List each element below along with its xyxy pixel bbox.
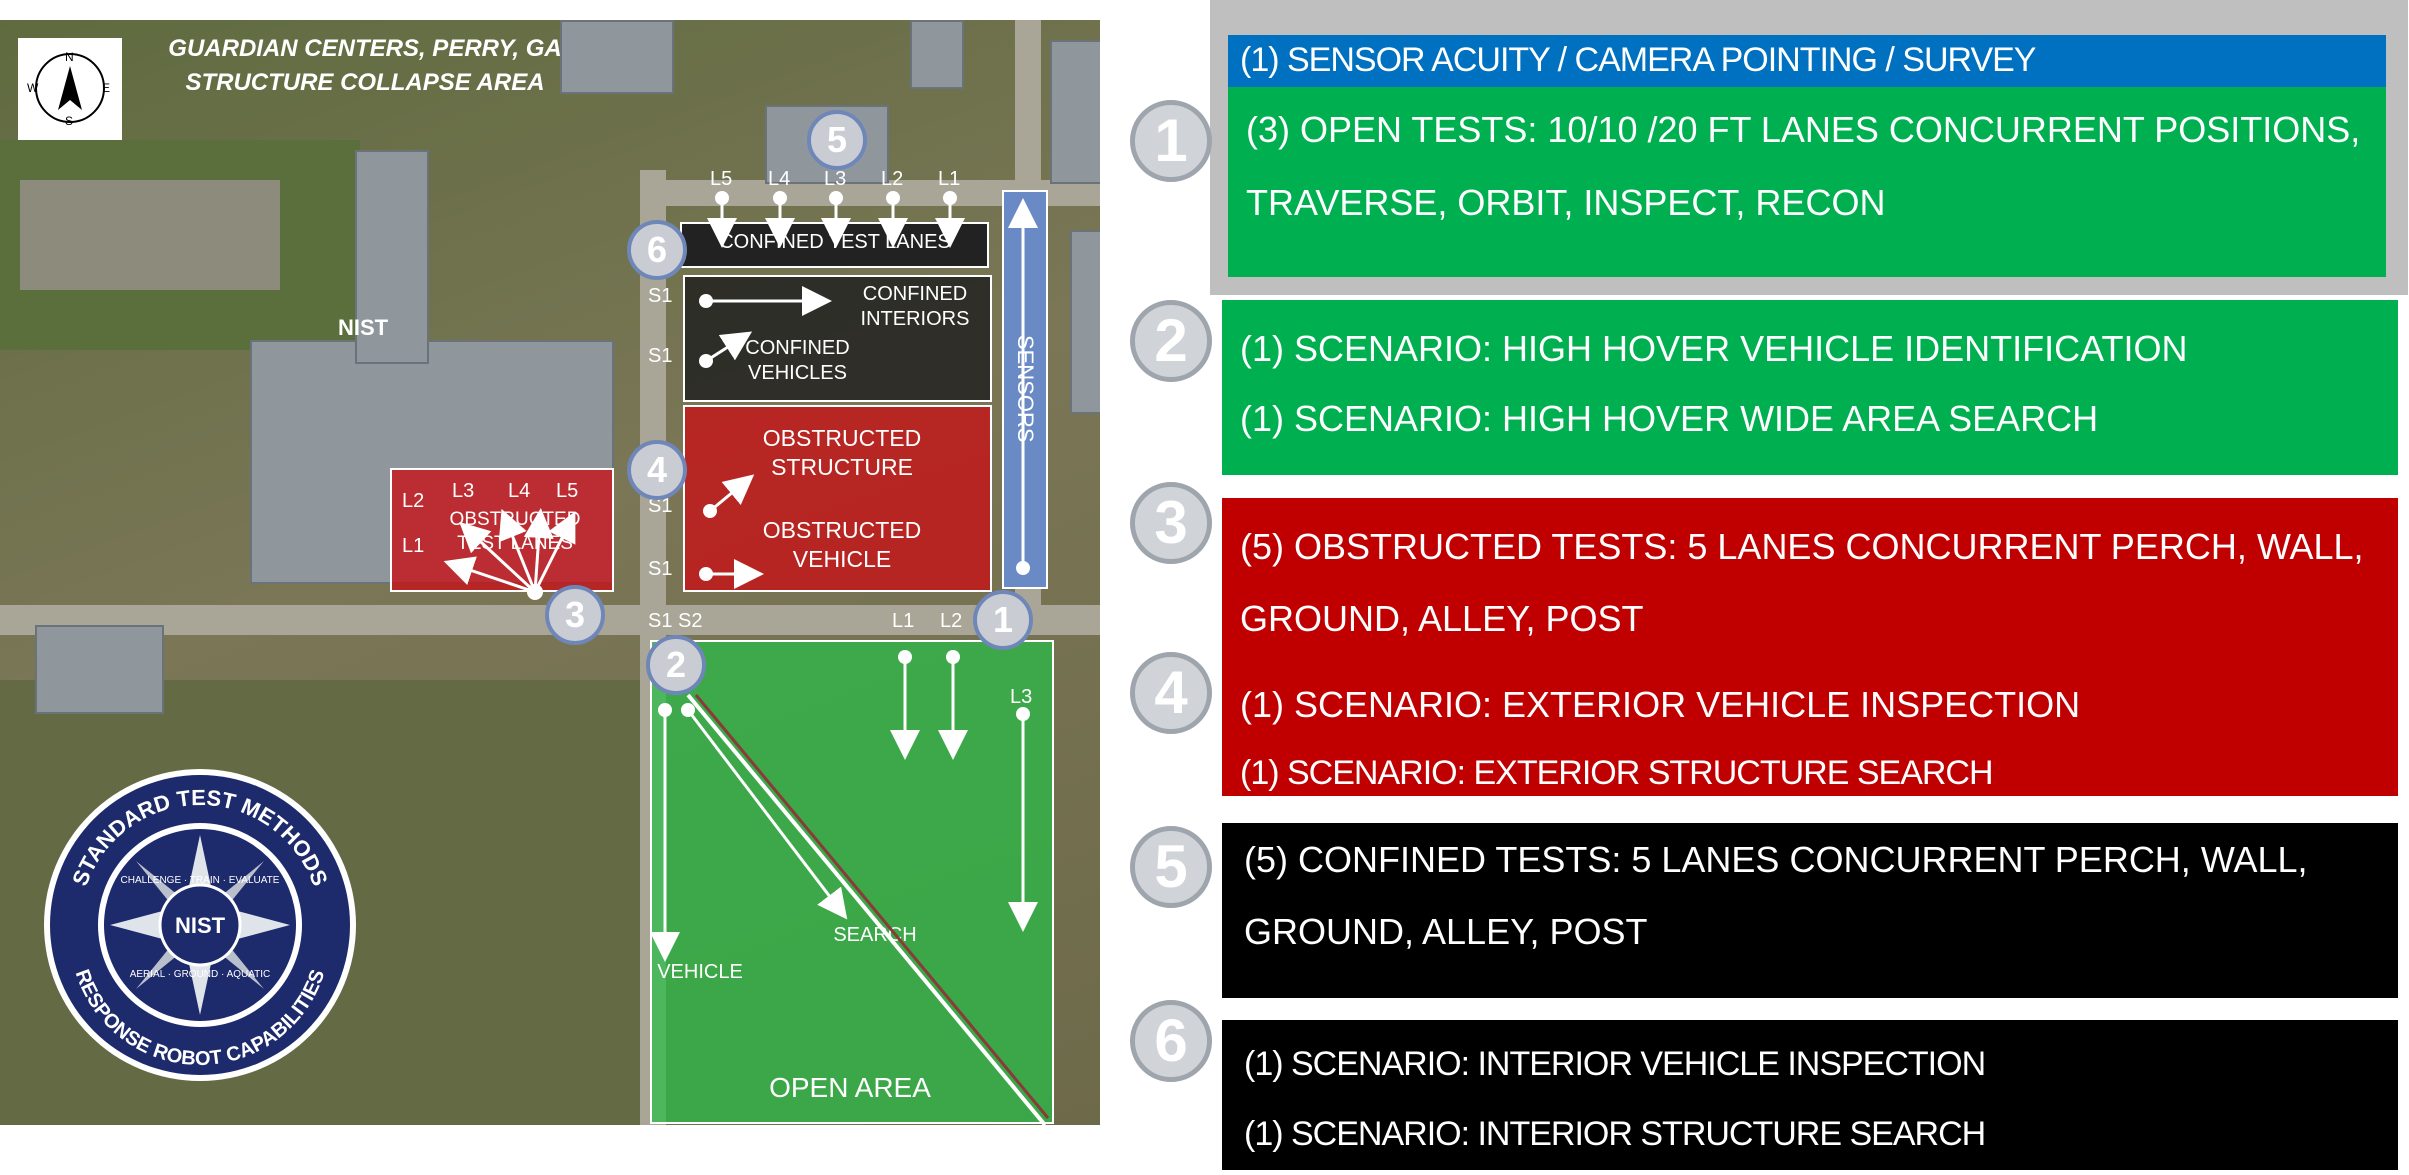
seal-center: NIST bbox=[175, 913, 226, 938]
panel-1-header: (1) SENSOR ACUITY / CAMERA POINTING / SU… bbox=[1228, 35, 2386, 87]
lane-label: L3 bbox=[452, 480, 475, 502]
lane-label: L4 bbox=[768, 168, 791, 190]
building bbox=[910, 20, 964, 89]
marker-2[interactable]: 2 bbox=[646, 635, 706, 695]
building bbox=[560, 20, 674, 94]
lane-label: L2 bbox=[881, 168, 904, 190]
lane-arrows bbox=[443, 191, 1050, 1125]
compass-ring bbox=[35, 53, 105, 123]
building bbox=[35, 625, 164, 714]
marker-1[interactable]: 1 bbox=[973, 590, 1033, 650]
compass-e: E bbox=[102, 81, 111, 95]
seal-inner-top: CHALLENGE · TRAIN · EVALUATE bbox=[121, 875, 280, 886]
building bbox=[1070, 230, 1100, 414]
aerial-map: N S E W GUARDIAN CENTERS, PERRY, GA STRU… bbox=[0, 20, 1100, 1125]
compass-arrow-icon bbox=[58, 66, 82, 110]
obstructed-structure-label: OBSTRUCTED STRUCTURE bbox=[762, 425, 922, 480]
building bbox=[355, 150, 429, 364]
lane-label: L3 bbox=[824, 168, 847, 190]
panel-1-line-1: (3) OPEN TESTS: 10/10 /20 FT LANES CONCU… bbox=[1246, 109, 2361, 150]
compass-n: N bbox=[65, 50, 74, 64]
building bbox=[1050, 40, 1100, 184]
panel-badge-1: 1 bbox=[1130, 100, 1212, 182]
panel-badge-2: 2 bbox=[1130, 300, 1212, 382]
panel-badge-5: 5 bbox=[1130, 826, 1212, 908]
panel-5-line-1: (5) CONFINED TESTS: 5 LANES CONCURRENT P… bbox=[1244, 839, 2308, 880]
lane-label: L4 bbox=[508, 480, 531, 502]
lane-label: L2 bbox=[402, 490, 425, 512]
panel-badge-4: 4 bbox=[1130, 652, 1212, 734]
nist-label: NIST bbox=[338, 315, 389, 340]
panel-badge-6: 6 bbox=[1130, 1000, 1212, 1082]
marker-6[interactable]: 6 bbox=[627, 220, 687, 280]
obstructed-vehicle-label: OBSTRUCTED VEHICLE bbox=[762, 517, 922, 572]
lane-label: L1 bbox=[402, 535, 425, 557]
compass: N S E W bbox=[18, 38, 122, 140]
start-label: S1 bbox=[648, 345, 673, 367]
marker-5[interactable]: 5 bbox=[807, 110, 867, 170]
lane-label: L1 bbox=[938, 168, 961, 190]
lane-label: L5 bbox=[710, 168, 733, 190]
lane-label: L3 bbox=[1010, 686, 1033, 708]
start-label: S1 bbox=[648, 610, 673, 632]
confined-vehicles-label: CONFINED VEHICLES bbox=[745, 337, 850, 384]
panel-4-line-2: (1) SCENARIO: EXTERIOR STRUCTURE SEARCH bbox=[1240, 754, 1994, 792]
map-title: GUARDIAN CENTERS, PERRY, GA STRUCTURE CO… bbox=[150, 32, 580, 100]
open-area-label: OPEN AREA bbox=[769, 1072, 931, 1103]
panel-5: (5) CONFINED TESTS: 5 LANES CONCURRENT P… bbox=[1222, 823, 2398, 998]
lane-label: L5 bbox=[556, 480, 579, 502]
search-label: SEARCH bbox=[833, 924, 917, 946]
sensors-zone bbox=[1002, 190, 1048, 589]
map-title-line2: STRUCTURE COLLAPSE AREA bbox=[185, 69, 545, 96]
panel-1-body: (3) OPEN TESTS: 10/10 /20 FT LANES CONCU… bbox=[1228, 87, 2386, 277]
marker-4[interactable]: 4 bbox=[627, 440, 687, 500]
compass-s: S bbox=[65, 114, 74, 128]
lane-label: L2 bbox=[940, 610, 963, 632]
panel-3-4: (5) OBSTRUCTED TESTS: 5 LANES CONCURRENT… bbox=[1222, 498, 2398, 796]
panel-1-header-text: (1) SENSOR ACUITY / CAMERA POINTING / SU… bbox=[1240, 41, 2036, 79]
panel-2-line-2: (1) SCENARIO: HIGH HOVER WIDE AREA SEARC… bbox=[1240, 398, 2099, 439]
panel-2: (1) SCENARIO: HIGH HOVER VEHICLE IDENTIF… bbox=[1222, 300, 2398, 475]
panel-6-line-1: (1) SCENARIO: INTERIOR VEHICLE INSPECTIO… bbox=[1244, 1045, 1986, 1083]
panel-4-line-1: (1) SCENARIO: EXTERIOR VEHICLE INSPECTIO… bbox=[1240, 684, 2081, 725]
confined-zone bbox=[683, 275, 992, 402]
panel-2-line-1: (1) SCENARIO: HIGH HOVER VEHICLE IDENTIF… bbox=[1240, 328, 2188, 369]
panel-3-line-1: (5) OBSTRUCTED TESTS: 5 LANES CONCURRENT… bbox=[1240, 526, 2364, 567]
marker-3[interactable]: 3 bbox=[545, 585, 605, 645]
lane-label: L1 bbox=[892, 610, 915, 632]
panel-1-line-2: TRAVERSE, ORBIT, INSPECT, RECON bbox=[1246, 182, 1886, 223]
start-label: S2 bbox=[678, 610, 703, 632]
map-title-line1: GUARDIAN CENTERS, PERRY, GA bbox=[168, 35, 562, 62]
compass-w: W bbox=[27, 81, 39, 95]
nist-seal: NIST STANDARD TEST METHODS RESPONSE ROBO… bbox=[44, 769, 356, 1081]
panel-5-line-2: GROUND, ALLEY, POST bbox=[1244, 911, 1648, 952]
panel-6-line-2: (1) SCENARIO: INTERIOR STRUCTURE SEARCH bbox=[1244, 1115, 1986, 1153]
panel-6: (1) SCENARIO: INTERIOR VEHICLE INSPECTIO… bbox=[1222, 1020, 2398, 1170]
panel-badge-3: 3 bbox=[1130, 482, 1212, 564]
confined-interiors-label: CONFINED INTERIORS bbox=[860, 283, 970, 330]
panel-3-line-2: GROUND, ALLEY, POST bbox=[1240, 598, 1644, 639]
start-label: S1 bbox=[648, 495, 673, 517]
start-label: S1 bbox=[648, 285, 673, 307]
seal-inner-bottom: AERIAL · GROUND · AQUATIC bbox=[130, 969, 271, 980]
parking-lot bbox=[20, 180, 280, 290]
start-label: S1 bbox=[648, 558, 673, 580]
vehicle-label: VEHICLE bbox=[657, 961, 743, 983]
